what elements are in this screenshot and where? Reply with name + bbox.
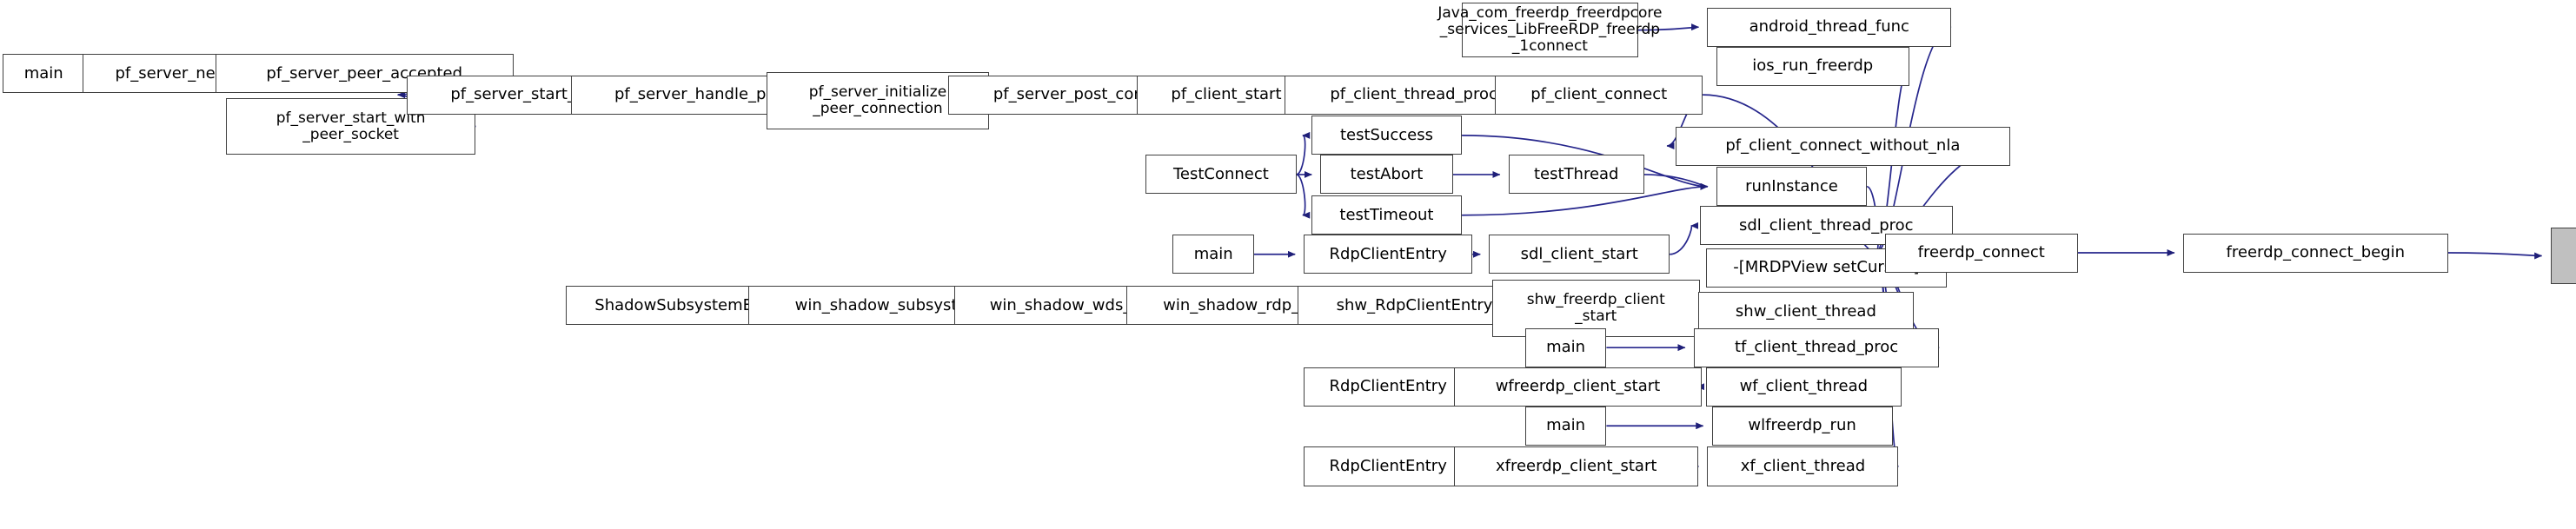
graph-node-testThread[interactable]: testThread — [1508, 155, 1644, 195]
graph-node-TestConnect[interactable]: TestConnect — [1145, 155, 1297, 195]
graph-node-main_tf[interactable]: main — [1524, 327, 1607, 367]
graph-node-java_connect[interactable]: Java_com_freerdp_freerdpcore _services_L… — [1437, 3, 1662, 57]
graph-node-runInstance[interactable]: runInstance — [1716, 167, 1868, 207]
graph-node-wf_client_th[interactable]: wf_client_thread — [1705, 367, 1902, 407]
graph-node-testAbort[interactable]: testAbort — [1320, 155, 1453, 195]
graph-node-main_sdl[interactable]: main — [1172, 235, 1254, 274]
graph-node-android_thread[interactable]: android_thread_func — [1707, 7, 1952, 47]
graph-node-testTimeout[interactable]: testTimeout — [1311, 195, 1463, 235]
graph-node-RdpClientEntry3[interactable]: RdpClientEntry — [1304, 446, 1473, 486]
graph-node-pf_conn_nonla[interactable]: pf_client_connect_without_nla — [1676, 126, 2010, 166]
graph-node-testSuccess[interactable]: testSuccess — [1311, 116, 1463, 155]
graph-node-pf_peer_acc[interactable]: pf_server_peer_accepted — [215, 54, 514, 94]
edge-TestConnect-to-testTimeout — [1296, 174, 1311, 219]
graph-node-wlfreerdp_run[interactable]: wlfreerdp_run — [1711, 406, 1893, 446]
graph-node-wfreerdp_start[interactable]: wfreerdp_client_start — [1454, 367, 1702, 407]
graph-node-ios_run[interactable]: ios_run_freerdp — [1716, 46, 1909, 86]
graph-node-sdl_client_start[interactable]: sdl_client_start — [1489, 235, 1670, 274]
graph-node-freerdp_kbd[interactable]: freerdp_get_keyboard _default_layout_for… — [2550, 227, 2576, 285]
graph-node-main_pf[interactable]: main — [3, 54, 84, 94]
graph-node-RdpClientEntry2[interactable]: RdpClientEntry — [1304, 367, 1473, 407]
graph-node-RdpClientEntry1[interactable]: RdpClientEntry — [1304, 235, 1473, 274]
edge-TestConnect-to-testSuccess — [1296, 131, 1311, 175]
graph-node-xf_client_th[interactable]: xf_client_thread — [1707, 446, 1899, 486]
graph-node-freerdp_connect[interactable]: freerdp_connect — [1884, 233, 2078, 273]
edge-freerdp_begin-to-freerdp_kbd — [2447, 252, 2543, 260]
edge-testThread-to-runInstance — [1643, 174, 1709, 190]
graph-node-pf_client_conn[interactable]: pf_client_connect — [1495, 75, 1703, 115]
graph-node-xfreerdp_start[interactable]: xfreerdp_client_start — [1454, 446, 1699, 486]
graph-node-freerdp_begin[interactable]: freerdp_connect_begin — [2182, 233, 2448, 273]
edge-sdl_client_start-to-sdl_thread_proc — [1670, 222, 1699, 255]
graph-node-main_wl[interactable]: main — [1524, 406, 1607, 446]
graph-node-tf_thread_proc[interactable]: tf_client_thread_proc — [1693, 327, 1940, 367]
graph-node-shw_client_th[interactable]: shw_client_thread — [1698, 292, 1914, 332]
